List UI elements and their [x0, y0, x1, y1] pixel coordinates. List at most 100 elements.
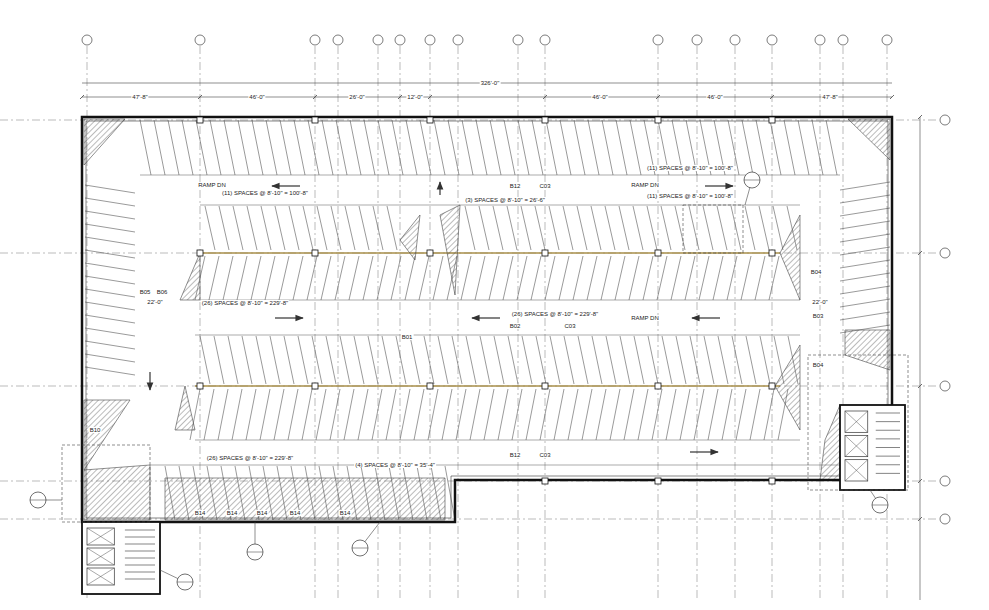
hatched-zone: [84, 400, 130, 470]
plan-label: (3) SPACES @ 8'-10" = 26'-6": [464, 197, 546, 203]
callout-circle: [247, 544, 263, 560]
stall-line: [606, 336, 616, 384]
stall-line: [610, 389, 620, 440]
stall-line: [564, 336, 574, 384]
stall-line: [364, 120, 375, 175]
stall-line: [647, 206, 657, 250]
grid-bubble: [940, 381, 950, 391]
stall-line: [200, 336, 210, 384]
elevator-cross: [87, 528, 114, 545]
stair-tread: [876, 464, 900, 465]
stall-line: [410, 336, 420, 384]
stall-line: [671, 256, 681, 300]
grid-bubble: [882, 35, 892, 45]
elevator: [87, 528, 114, 545]
callout-divider: [352, 548, 368, 549]
plan-label: B12: [509, 452, 522, 458]
stall-line: [260, 389, 270, 440]
grid-bubble: [838, 35, 848, 45]
dimension-tick: [313, 95, 317, 99]
plan-label: (26) SPACES @ 8'-10" = 229'-8": [206, 455, 294, 461]
column: [197, 117, 203, 123]
stall-line: [85, 354, 135, 362]
stall-line: [619, 206, 629, 250]
stall-line: [493, 206, 503, 250]
stall-line: [461, 256, 471, 300]
dimension-lines: [80, 83, 922, 600]
stall-line: [322, 120, 333, 175]
stair-tread: [876, 413, 900, 414]
dashed-area: [62, 445, 150, 522]
stair-tread: [125, 537, 155, 538]
stall-line: [470, 389, 480, 440]
stall-line: [308, 120, 319, 175]
stall-line: [591, 206, 601, 250]
stall-line: [504, 120, 515, 175]
stall-line: [559, 256, 569, 300]
stall-line: [237, 256, 247, 300]
stall-line: [363, 256, 373, 300]
stall-line: [275, 206, 285, 250]
stall-line: [675, 206, 685, 250]
plan-label: 26'-0": [348, 94, 365, 100]
stair-tread: [876, 456, 900, 457]
traffic-arrow: [272, 185, 300, 186]
plan-label: B14: [256, 510, 269, 516]
grid-bubble: [310, 35, 320, 45]
stall-line: [550, 336, 560, 384]
callout-circle: [30, 492, 46, 508]
callout-divider: [30, 500, 46, 501]
stall-end-line: [200, 300, 800, 301]
traffic-arrow: [690, 451, 718, 452]
dimension-line: [82, 97, 892, 98]
stall-line: [713, 256, 723, 300]
stall-line: [577, 206, 587, 250]
grid-line: [458, 46, 459, 600]
stall-line: [462, 120, 473, 175]
stall-line: [676, 336, 686, 384]
stall-line: [479, 206, 489, 250]
stall-line: [508, 336, 518, 384]
stall-line: [732, 336, 742, 384]
stall-line: [731, 206, 741, 250]
hatched-zone: [84, 119, 125, 165]
stall-line: [518, 120, 529, 175]
stall-line: [708, 389, 718, 440]
grid-bubble: [940, 248, 950, 258]
callout-circle: [352, 540, 368, 556]
building-outline: [82, 117, 892, 522]
stall-line: [760, 336, 770, 384]
stall-line: [588, 120, 599, 175]
stall-line: [840, 299, 890, 307]
stall-line: [428, 389, 438, 440]
column: [312, 117, 318, 123]
stall-line: [214, 336, 224, 384]
stall-line: [302, 389, 312, 440]
stall-line: [279, 256, 289, 300]
stall-line: [582, 389, 592, 440]
plan-label: B06: [156, 289, 169, 295]
stall-line: [661, 206, 671, 250]
dimension-tick: [656, 95, 660, 99]
stall-line: [624, 389, 634, 440]
hatched-zone: [440, 205, 460, 295]
column: [427, 250, 433, 256]
building-inner-outline: [86, 121, 888, 518]
plan-label: 46'-0": [248, 94, 265, 100]
plan-label: 47'-8": [821, 94, 838, 100]
stall-line: [85, 250, 135, 258]
plan-label: RAMP DN: [630, 315, 660, 321]
stall-line: [592, 336, 602, 384]
stall-line: [386, 389, 396, 440]
stall-line: [741, 256, 751, 300]
stall-line: [507, 206, 517, 250]
stall-line: [224, 120, 235, 175]
stall-line: [503, 256, 513, 300]
stall-line: [727, 256, 737, 300]
plan-label: 12'-0": [406, 94, 423, 100]
stall-line: [448, 120, 459, 175]
stall-line: [307, 256, 317, 300]
column: [655, 117, 661, 123]
stall-line: [535, 206, 545, 250]
